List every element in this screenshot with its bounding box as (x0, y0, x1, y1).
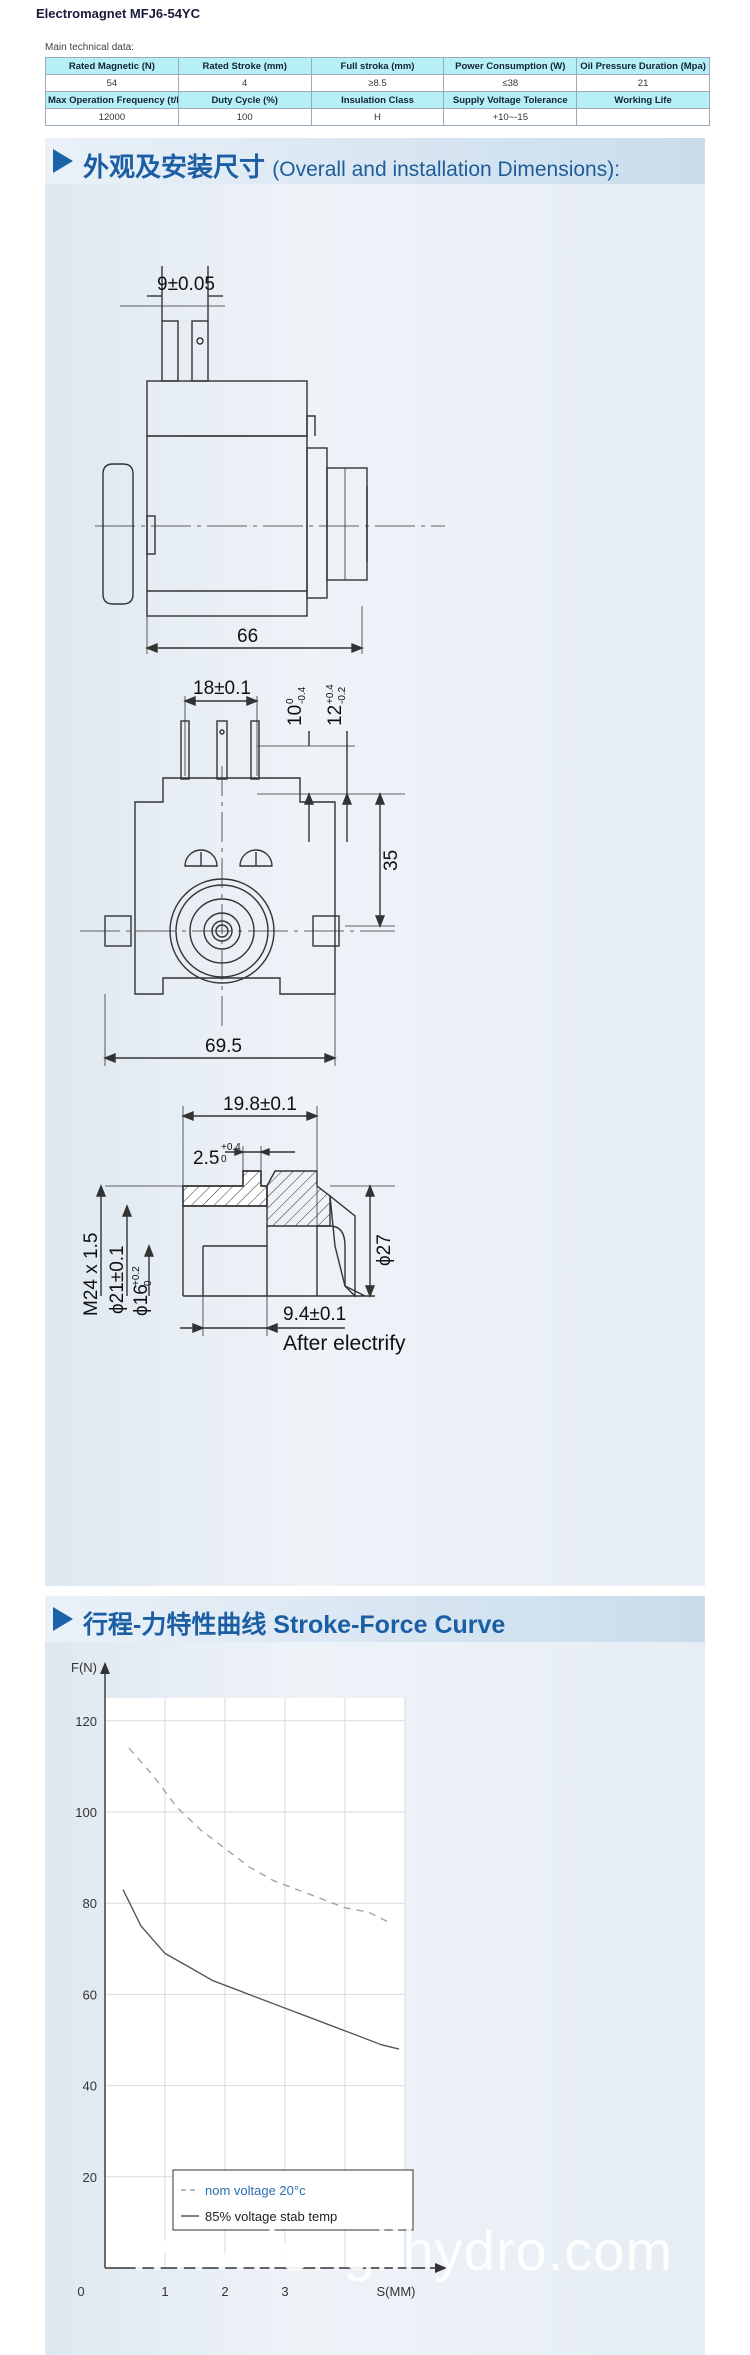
dim-tol-b: 12 (325, 705, 346, 726)
table-header-cell: Working Life (576, 91, 710, 109)
table-header-cell: Rated Magnetic (N) (45, 57, 179, 75)
table-cell: 100 (177, 108, 312, 126)
dimension-drawing: 9±0.05 66 18±0.1 10 0 -0.4 12 +0.4 -0.2 … (80, 266, 445, 1355)
y-tick-label: 20 (83, 2170, 97, 2185)
curve-heading: 行程-力特性曲线 Stroke-Force Curve (83, 1611, 506, 1639)
y-axis-arrow (100, 1662, 110, 1674)
page-title: Electromagnet MFJ6-54YC (36, 6, 200, 21)
section-subtitle: Main technical data: (45, 42, 134, 53)
table-cell: 54 (45, 74, 179, 92)
front-view-drawing (80, 695, 405, 1066)
table-row: 54 4 ≥8.5 ≤38 21 (45, 74, 710, 92)
dim-inner-tol2: 0 (143, 1280, 154, 1286)
table-cell (576, 108, 710, 126)
dimensions-panel: 外观及安装尺寸 (Overall and installation Dimens… (45, 138, 705, 1586)
table-cell: ≤38 (443, 74, 578, 92)
after-electrify-note: After electrify (283, 1332, 406, 1355)
x-axis-label: S(MM) (377, 2284, 416, 2299)
x-tick-label: 3 (281, 2284, 288, 2299)
table-header-cell: Max Operation Frequency (t/h) (45, 91, 179, 109)
table-cell: H (310, 108, 445, 126)
table-cell: +10~-15 (443, 108, 578, 126)
legend-label: 85% voltage stab temp (205, 2209, 337, 2224)
dim-height: 35 (381, 850, 402, 871)
play-triangle-icon (53, 1607, 73, 1631)
table-header-cell: Supply Voltage Tolerance (443, 91, 578, 109)
dimensions-banner: 外观及安装尺寸 (Overall and installation Dimens… (45, 138, 705, 184)
dim-tol-b-sup: +0.4 (325, 684, 336, 704)
curve-banner: 行程-力特性曲线 Stroke-Force Curve (45, 1596, 705, 1642)
dim-groove: 2.5 (193, 1148, 219, 1169)
y-axis-label: F(N) (71, 1660, 97, 1675)
dim-outer: ϕ27 (374, 1234, 395, 1266)
y-tick-label: 100 (75, 1805, 97, 1820)
dim-section-top: 19.8±0.1 (223, 1094, 297, 1115)
table-header-cell: Oil Pressure Duration (Mpa) (576, 57, 710, 75)
table-cell: ≥8.5 (310, 74, 445, 92)
dim-groove-tol2: 0 (221, 1154, 227, 1165)
play-triangle-icon (53, 149, 73, 173)
table-cell: 21 (576, 74, 710, 92)
x-tick-label: 0 (77, 2284, 84, 2299)
y-tick-label: 40 (83, 2079, 97, 2094)
y-tick-label: 80 (83, 1896, 97, 1911)
dim-tol-b-sub: -0.2 (337, 686, 348, 704)
stroke-force-chart: 20 40 60 80 100 120 0 1 2 3 F(N) S(MM) nom voltage 2… (71, 1660, 447, 2299)
table-cell: 12000 (45, 108, 179, 126)
table-row: Rated Magnetic (N) Rated Stroke (mm) Ful… (45, 57, 710, 75)
table-header-cell: Duty Cycle (%) (177, 91, 312, 109)
dim-stroke: 9.4±0.1 (283, 1304, 346, 1325)
y-tick-label: 60 (83, 1987, 97, 2002)
section-view-drawing (95, 1106, 395, 1336)
series-line-2 (122, 1889, 400, 2050)
dim-thread: M24 x 1.5 (81, 1233, 102, 1316)
x-tick-label: 2 (221, 2284, 228, 2299)
legend-label: nom voltage 20°c (205, 2183, 306, 2198)
dim-bore: ϕ21±0.1 (107, 1245, 128, 1314)
table-header-cell: Full stroka (mm) (310, 57, 445, 75)
dim-inner: ϕ16 (131, 1284, 152, 1316)
dim-inner-tol: +0.2 (131, 1266, 142, 1286)
y-tick-label: 120 (75, 1714, 97, 1729)
legend-box (172, 2169, 414, 2231)
table-row: 12000 100 H +10~-15 (45, 108, 710, 126)
table-header-cell: Insulation Class (310, 91, 445, 109)
dimensions-heading: 外观及安装尺寸 (Overall and installation Dimens… (83, 152, 621, 182)
dim-tol-a: 10 (285, 705, 306, 726)
dim-groove-tol: +0.4 (221, 1142, 241, 1153)
watermark: www.longlihydro.com (128, 2219, 673, 2282)
dim-length: 66 (237, 626, 258, 647)
x-tick-label: 1 (161, 2284, 168, 2299)
dim-width: 69.5 (205, 1036, 242, 1057)
table-header-cell: Rated Stroke (mm) (177, 57, 312, 75)
dim-pin-spacing: 9±0.05 (157, 274, 215, 295)
x-axis-arrow (435, 2263, 447, 2273)
spec-table: Rated Magnetic (N) Rated Stroke (mm) Ful… (45, 57, 710, 126)
table-header-cell: Power Consumption (W) (443, 57, 578, 75)
dim-tol-a-sub: -0.4 (297, 686, 308, 704)
table-cell: 4 (177, 74, 312, 92)
table-row: Max Operation Frequency (t/h) Duty Cycle… (45, 91, 710, 109)
dim-tol-a-sup: 0 (285, 698, 296, 704)
dim-front-pin-spacing: 18±0.1 (193, 678, 251, 699)
top-view-drawing (95, 266, 445, 654)
series-line-1 (128, 1747, 388, 1923)
